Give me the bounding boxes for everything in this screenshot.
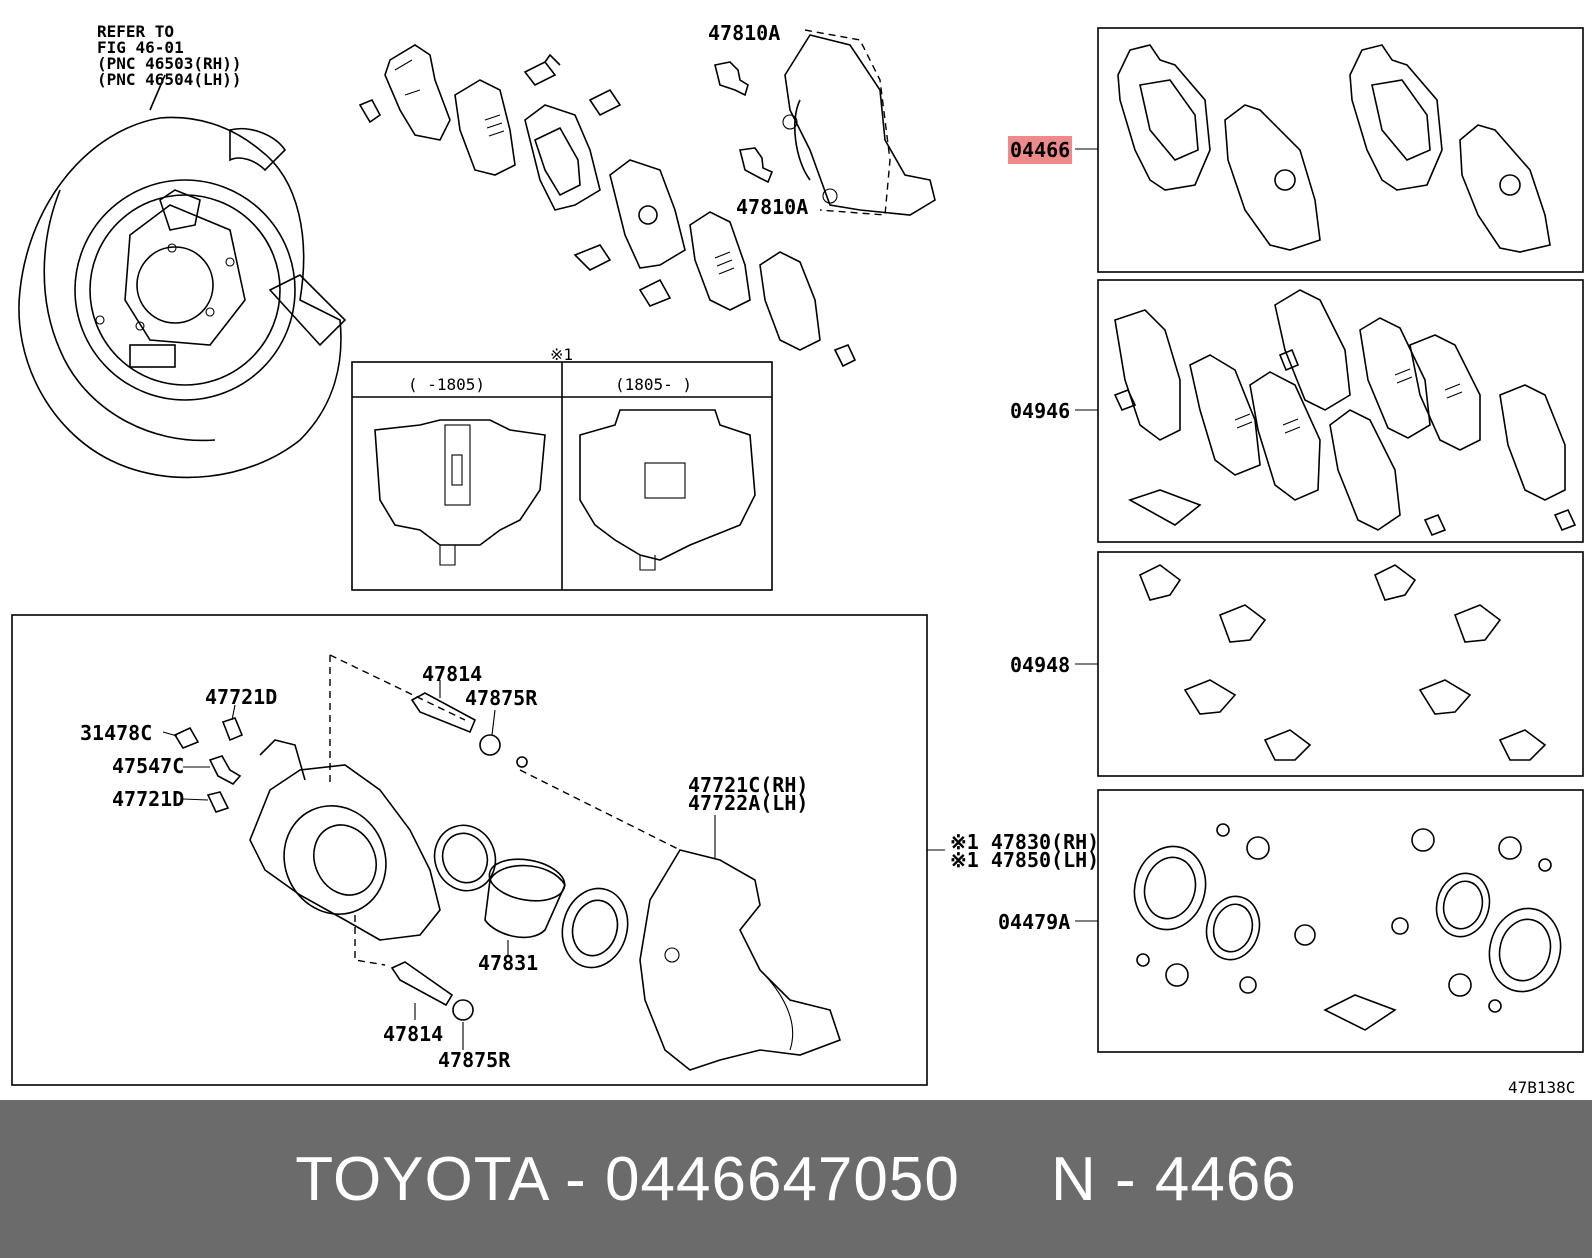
label-47850[interactable]: ※1 47850(LH) xyxy=(950,848,1099,872)
label-47875r-bottom[interactable]: 47875R xyxy=(438,1048,511,1072)
refer-note: REFER TO FIG 46-01 (PNC 46503(RH)) (PNC … xyxy=(97,22,242,89)
inset-right-caption: (1805- ) xyxy=(615,375,692,394)
shim-kit-box xyxy=(1075,279,1584,543)
label-04479a[interactable]: 04479A xyxy=(998,910,1070,934)
label-04948[interactable]: 04948 xyxy=(1010,653,1070,677)
label-47810a-bottom: 47810A xyxy=(736,195,808,219)
label-31478c[interactable]: 31478C xyxy=(80,721,152,745)
caliper-assembly-box xyxy=(11,614,945,1086)
label-47721d-top[interactable]: 47721D xyxy=(205,685,277,709)
label-47722a[interactable]: 47722A(LH) xyxy=(688,791,808,815)
pad-kit-box xyxy=(1075,27,1584,273)
label-04466[interactable]: 04466 xyxy=(1010,138,1070,162)
seal-kit-box xyxy=(1075,789,1584,1053)
label-47830[interactable]: ※1 47830(RH) xyxy=(950,830,1099,854)
parts-diagram: REFER TO FIG 46-01 (PNC 46503(RH)) (PNC … xyxy=(11,21,1584,1097)
label-47547c[interactable]: 47547C xyxy=(112,754,184,778)
label-47810a-top: 47810A xyxy=(708,21,780,45)
footer-part-number: TOYOTA - 0446647050 N - 4466 xyxy=(295,1144,1297,1214)
mount-bracket-drawing xyxy=(714,29,936,216)
refer-line-4: (PNC 46504(LH)) xyxy=(97,70,242,89)
figure-code: 47B138C xyxy=(1508,1078,1575,1097)
refer-line-3: (PNC 46503(RH)) xyxy=(97,54,242,73)
label-47721d-bottom[interactable]: 47721D xyxy=(112,787,184,811)
label-47875r-top[interactable]: 47875R xyxy=(465,686,538,710)
caliper-version-inset xyxy=(351,361,773,591)
inset-left-caption: ( -1805) xyxy=(408,375,485,394)
part-highlight xyxy=(1008,136,1072,164)
backing-plate-drawing xyxy=(18,74,347,479)
label-47814-bottom[interactable]: 47814 xyxy=(383,1022,443,1046)
label-47831[interactable]: 47831 xyxy=(478,951,538,975)
exploded-pads-drawing xyxy=(358,44,857,368)
footer-bar: TOYOTA - 0446647050 N - 4466 xyxy=(0,1100,1592,1258)
label-04946[interactable]: 04946 xyxy=(1010,399,1070,423)
refer-line-1: REFER TO xyxy=(97,22,174,41)
diagram-canvas: REFER TO FIG 46-01 (PNC 46503(RH)) (PNC … xyxy=(11,21,1584,1097)
clip-kit-box xyxy=(1075,551,1584,777)
inset-marker: ※1 xyxy=(550,345,573,364)
refer-line-2: FIG 46-01 xyxy=(97,38,184,57)
label-47814-top[interactable]: 47814 xyxy=(422,662,482,686)
label-47721c[interactable]: 47721C(RH) xyxy=(688,773,808,797)
